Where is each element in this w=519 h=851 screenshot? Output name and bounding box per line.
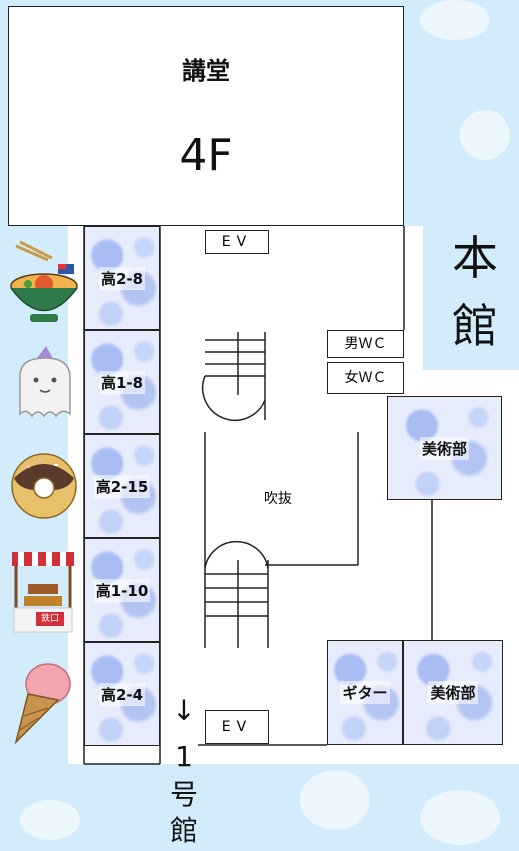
classroom-label: 高2-15 — [93, 474, 151, 498]
classroom-4[interactable]: 高1-10 — [84, 538, 160, 642]
background-cloud — [420, 0, 490, 40]
classroom-2[interactable]: 高1-8 — [84, 330, 160, 434]
background-cloud — [300, 770, 370, 830]
classroom-label: 高1-8 — [98, 370, 146, 394]
room-label: 美術部 — [428, 681, 478, 704]
building-label-top: 本 — [452, 231, 498, 285]
food-stall-sign: 鉄口 — [40, 614, 59, 624]
restroom-male[interactable]: 男ＷＣ — [327, 330, 404, 358]
classroom-label: 高2-4 — [98, 682, 146, 706]
art-club-room-upper[interactable]: 美術部 — [387, 396, 502, 500]
food-stall-icon[interactable]: 鉄口 — [10, 548, 76, 634]
classroom-label: 高1-10 — [93, 578, 151, 602]
donut-icon[interactable] — [8, 448, 80, 520]
guitar-room[interactable]: ギター — [327, 640, 403, 745]
classroom-5[interactable]: 高2-4 — [84, 642, 160, 746]
elevator-top[interactable]: EV — [205, 230, 269, 254]
art-club-room-lower[interactable]: 美術部 — [403, 640, 503, 745]
exit-arrow: ↓ — [172, 694, 196, 727]
background-cloud — [460, 110, 510, 160]
exit-label-char-1: 1 — [175, 740, 193, 773]
room-label: ギター — [340, 681, 390, 704]
exit-label-char-3: 館 — [169, 814, 198, 847]
ghost-character-icon[interactable] — [12, 344, 78, 420]
atrium-label: 吹抜 — [264, 491, 292, 507]
background-cloud — [20, 800, 80, 840]
classroom-3[interactable]: 高2-15 — [84, 434, 160, 538]
auditorium-label: 講堂 — [182, 57, 230, 85]
ice-cream-cone-icon[interactable] — [10, 660, 72, 745]
exit-label-char-2: 号 — [169, 778, 198, 811]
classroom-label: 高2-8 — [98, 266, 146, 290]
ramen-bowl-icon[interactable] — [6, 238, 80, 328]
restroom-female[interactable]: 女ＷＣ — [327, 362, 404, 394]
floor-label: 4F — [179, 130, 233, 181]
elevator-bottom[interactable]: EV — [205, 710, 269, 744]
classroom-1[interactable]: 高2-8 — [84, 226, 160, 330]
background-cloud — [420, 790, 500, 845]
room-label: 美術部 — [419, 436, 469, 460]
auditorium-room[interactable]: 講堂 4F — [8, 6, 404, 226]
building-label-bottom: 館 — [452, 299, 498, 353]
